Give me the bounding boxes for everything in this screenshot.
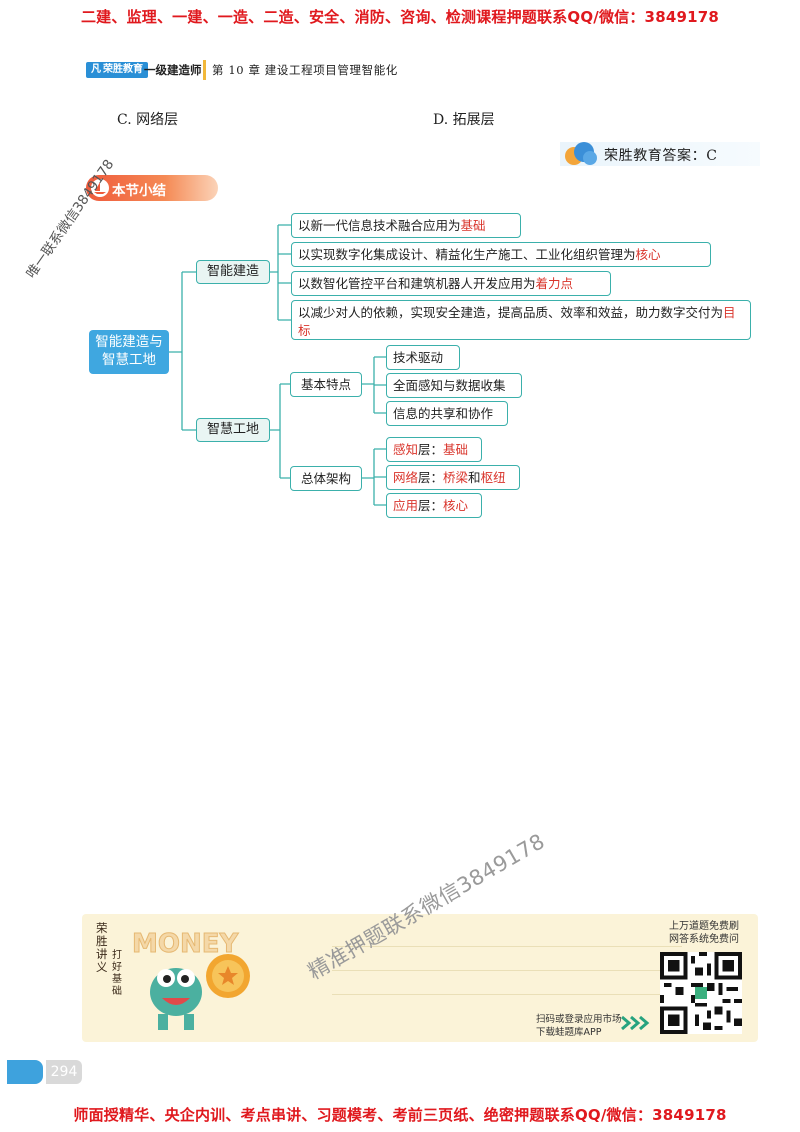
sub-overall-architecture: 总体架构 (290, 466, 362, 491)
answer-text: 荣胜教育答案：C (604, 148, 718, 164)
qr-caption: 上万道题免费刷 网答系统免费问 (669, 921, 739, 945)
section-summary-title: 本节小结 (112, 183, 166, 199)
architecture-item: 应用层：核心 (386, 493, 482, 518)
smart-construction-item: 以新一代信息技术融合应用为基础 (291, 213, 521, 238)
feature-item: 技术驱动 (386, 345, 460, 370)
option-c: C. 网络层 (117, 112, 179, 128)
sub-basic-features: 基本特点 (290, 372, 362, 397)
page-tab (7, 1060, 43, 1084)
frog-mascot-icon: MONEY (132, 929, 250, 1030)
chapter-title: 第 10 章 建设工程项目管理智能化 (212, 63, 398, 77)
smart-construction-item: 以减少对人的依赖，实现安全建造，提高品质、效率和效益，助力数字交付为目标 (291, 300, 751, 340)
smart-construction-item: 以数智化管控平台和建筑机器人开发应用为着力点 (291, 271, 611, 296)
architecture-item: 感知层：基础 (386, 437, 482, 462)
feature-item: 全面感知与数据收集 (386, 373, 522, 398)
ad-vertical-title: 荣胜讲义 (96, 921, 108, 974)
mindmap-connectors (169, 224, 386, 506)
book-title: 一级建造师 (144, 63, 202, 77)
ad-vertical-subtitle: 打好基础 (112, 950, 122, 997)
download-text: 扫码或登录应用市场 下载蛙题库APP (536, 1014, 622, 1038)
svg-text:MONEY: MONEY (132, 929, 239, 959)
sailboat-icon (91, 179, 109, 197)
branch-smart-construction: 智能建造 (196, 260, 270, 284)
brand-mark-icon: 凡 (91, 64, 101, 75)
root-line-2: 智慧工地 (102, 352, 156, 368)
brand-logo: 凡荣胜教育 (86, 62, 148, 78)
top-banner: 二建、监理、一建、一造、二造、安全、消防、咨询、检测课程押题联系QQ/微信：38… (80, 8, 720, 26)
chevron-right-icon (621, 1015, 650, 1031)
mindmap-root: 智能建造与 智慧工地 (89, 330, 169, 374)
smart-construction-item: 以实现数字化集成设计、精益化生产施工、工业化组织管理为核心 (291, 242, 711, 267)
branch-smart-site: 智慧工地 (196, 418, 270, 442)
feature-item: 信息的共享和协作 (386, 401, 508, 426)
option-d: D. 拓展层 (433, 112, 495, 128)
architecture-item: 网络层：桥梁和枢纽 (386, 465, 520, 490)
bottom-banner: 师面授精华、央企内训、考点串讲、习题模考、考前三页纸、绝密押题联系QQ/微信：3… (73, 1106, 727, 1124)
qr-code-icon[interactable] (660, 952, 742, 1034)
root-line-1: 智能建造与 (95, 334, 163, 350)
header-divider (203, 60, 206, 80)
cloud-icon (565, 142, 597, 165)
page-number: 294 (46, 1060, 82, 1084)
brand-name: 荣胜教育 (103, 64, 143, 75)
